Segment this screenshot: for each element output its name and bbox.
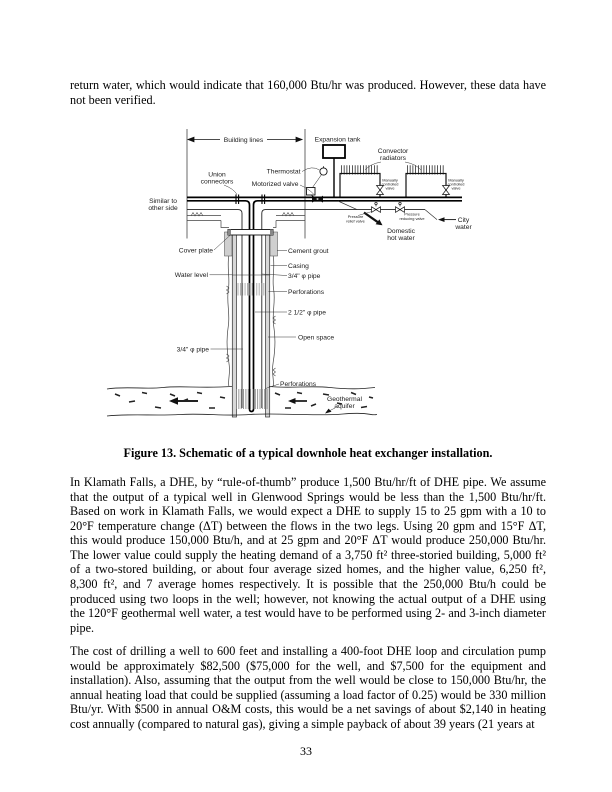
flow-arrow-left-icon <box>169 397 178 405</box>
paragraph-2: The cost of drilling a well to 600 feet … <box>70 644 546 731</box>
cement-grout-label: Cement grout <box>288 248 329 255</box>
open-space-label: Open space <box>298 334 334 341</box>
well-casing <box>231 229 271 418</box>
svg-text:Manually: Manually <box>382 178 398 183</box>
union-connector-ticks <box>235 194 266 204</box>
page-number: 33 <box>300 744 312 758</box>
water-level-label: Water level <box>175 272 209 279</box>
geothermal-aquifer-label: Geothermal aquifer <box>327 396 362 410</box>
flow-arrow-right-icon <box>288 398 296 404</box>
manual-valve-2-label: Manually controlled valve <box>448 178 465 191</box>
svg-text:Geothermal: Geothermal <box>327 396 362 403</box>
svg-text:valve: valve <box>385 186 394 191</box>
city-water-arrow-icon <box>438 217 445 222</box>
ground-surface <box>187 211 305 228</box>
svg-text:controlled: controlled <box>382 182 399 187</box>
svg-text:Domestic: Domestic <box>387 228 416 235</box>
similar-other-side-label: Similar to other side <box>148 198 178 212</box>
svg-text:Pressure: Pressure <box>404 211 420 216</box>
svg-text:Pressure: Pressure <box>348 214 364 219</box>
svg-text:aquifer: aquifer <box>334 403 355 410</box>
svg-text:water: water <box>454 224 472 231</box>
convector-radiator-1 <box>339 165 385 198</box>
supply-pipe <box>187 196 462 413</box>
figure-caption: Figure 13. Schematic of a typical downho… <box>123 446 493 461</box>
cover-plate-label: Cover plate <box>179 248 213 255</box>
manual-valve-2-icon <box>441 185 451 195</box>
thermostat-label: Thermostat <box>267 169 301 176</box>
building-lines-label: Building lines <box>224 137 264 144</box>
domestic-hot-water-label: Domestic hot water <box>387 228 416 242</box>
borehole-wall <box>226 255 276 387</box>
dhw-branch <box>337 200 456 226</box>
domestic-arrow-icon <box>375 219 383 226</box>
geothermal-aquifer <box>106 386 378 417</box>
aquifer-leader-arrow-icon <box>325 408 332 414</box>
return-pipe <box>187 209 425 408</box>
pressure-reducing-valve-icon <box>395 201 405 214</box>
manual-valve-1-icon <box>375 185 385 195</box>
motorized-valve-label: Motorized valve <box>252 181 299 188</box>
pipe-212-label: 2 1/2" φ pipe <box>288 309 326 316</box>
pressure-relief-label: Pressure relief valve <box>346 214 365 223</box>
domestic-arrow-shaft <box>363 211 379 224</box>
svg-text:relief valve: relief valve <box>346 218 365 223</box>
paragraph-top: return water, which would indicate that … <box>70 78 546 107</box>
svg-text:City: City <box>458 217 470 224</box>
svg-text:Convector: Convector <box>378 148 409 155</box>
thermostat-icon <box>312 166 328 188</box>
convector-radiator-2 <box>405 165 451 198</box>
svg-text:valve: valve <box>451 186 460 191</box>
svg-text:hot water: hot water <box>387 235 415 242</box>
svg-text:reducing valve: reducing valve <box>399 216 424 221</box>
union-connectors-label: Union connectors <box>201 172 238 195</box>
svg-text:controlled: controlled <box>448 182 465 187</box>
perforations-lower-label: Perforations <box>280 381 317 388</box>
svg-text:connectors: connectors <box>201 179 234 186</box>
paragraph-1: In Klamath Falls, a DHE, by “rule-of-thu… <box>70 475 546 635</box>
svg-text:other side: other side <box>148 205 178 212</box>
convector-radiators-label: Convector radiators <box>364 148 422 171</box>
building-lines-dimension <box>186 136 304 143</box>
perforations-lower <box>236 389 268 409</box>
well-leaders <box>209 234 336 412</box>
city-water-label: City water <box>454 217 472 231</box>
svg-text:radiators: radiators <box>380 155 407 162</box>
downhole-heat-exchanger-schematic: Building lines Expansion tank <box>106 129 472 418</box>
manual-valve-1-label: Manually controlled valve <box>382 178 399 191</box>
expansion-tank-label: Expansion tank <box>315 137 361 144</box>
svg-text:Union: Union <box>208 172 226 179</box>
svg-text:Manually: Manually <box>448 178 464 183</box>
pressure-relief-valve-icon <box>371 201 381 214</box>
casing-label: Casing <box>288 263 309 270</box>
perforations-upper-label: Perforations <box>288 289 325 296</box>
pressure-reducing-label: Pressure reducing valve <box>399 211 424 220</box>
pipe-34-left-label: 3/4" φ pipe <box>177 346 210 353</box>
figure-13-schematic: Building lines Expansion tank <box>85 120 545 430</box>
cover-plate <box>227 229 274 236</box>
pipe-34-right-label: 3/4" φ pipe <box>288 273 321 280</box>
svg-text:Similar to: Similar to <box>149 198 177 205</box>
expansion-tank <box>322 144 346 198</box>
perforations-upper <box>237 283 265 296</box>
